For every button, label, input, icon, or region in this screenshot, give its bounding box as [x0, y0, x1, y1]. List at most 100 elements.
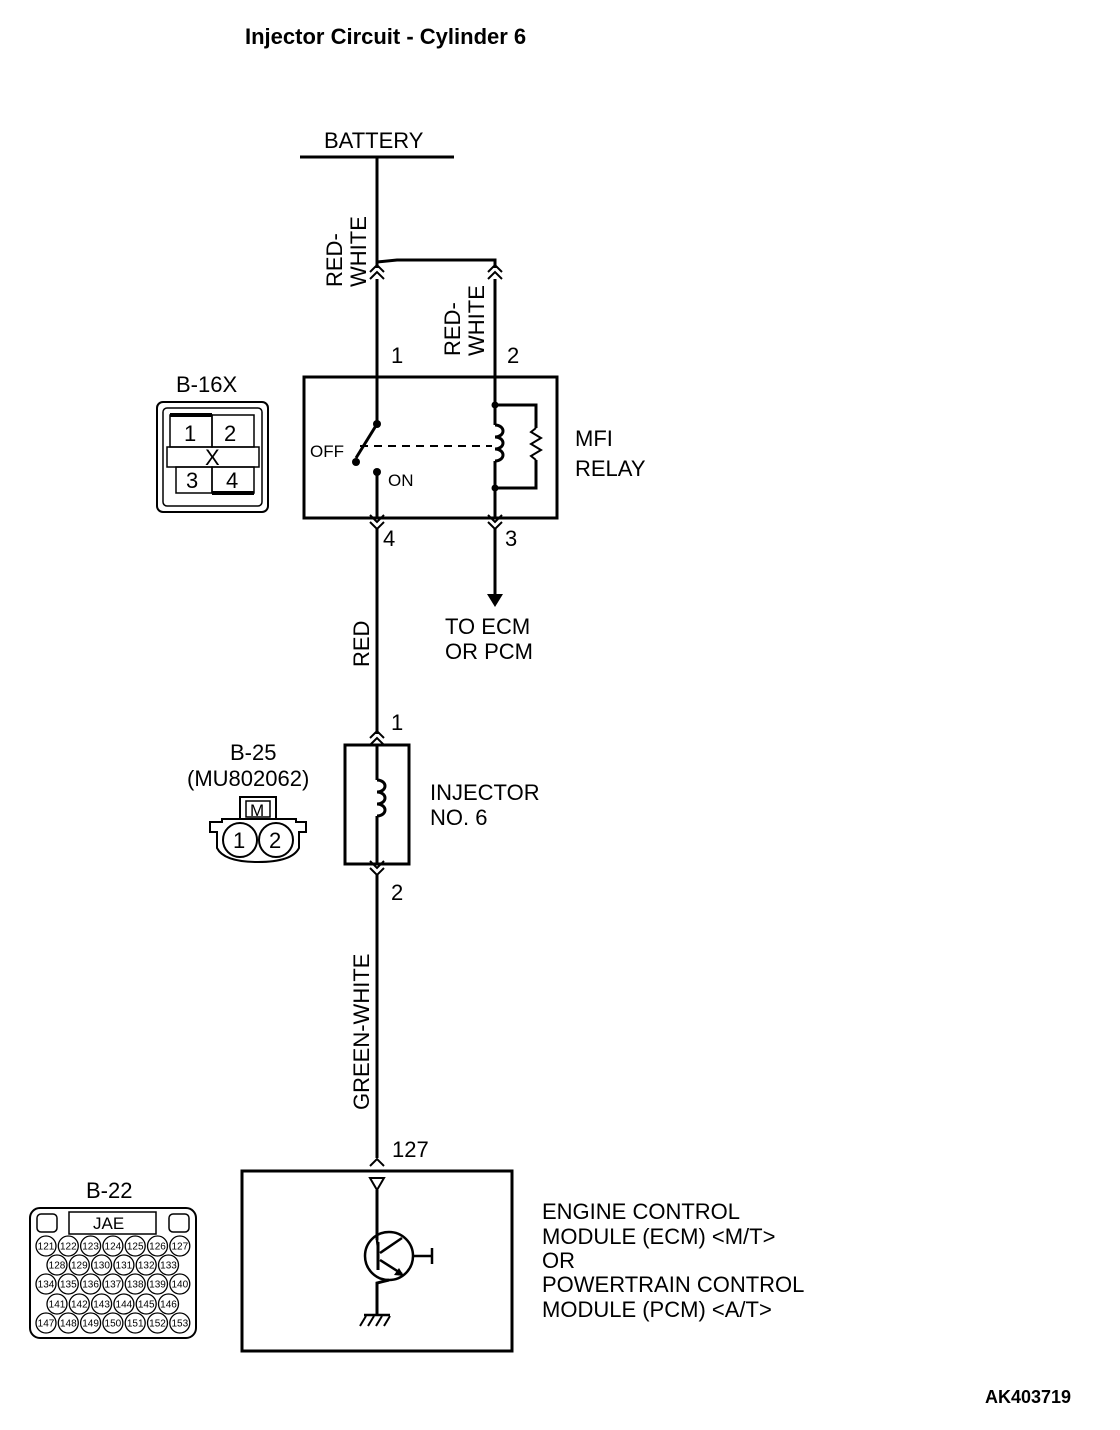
b16x-name: B-16X	[176, 372, 237, 397]
b22-latch-left	[36, 1213, 58, 1233]
page-title: Injector Circuit - Cylinder 6	[245, 24, 526, 49]
wire-label-red-white-2-l2: WHITE	[464, 285, 489, 356]
injector-coil-icon	[376, 778, 387, 818]
b22-pin	[146, 1273, 169, 1295]
b22-pin-label: 126	[149, 1242, 166, 1253]
chevron-injector-pin1-bottom	[369, 736, 385, 746]
ground-hatch-2	[367, 1315, 375, 1327]
relay-name-line1: MFI	[575, 426, 613, 451]
b22-pin-label: 146	[160, 1300, 177, 1311]
relay-pin3-label: 3	[505, 526, 517, 551]
b16x-cell-2-label: 2	[224, 421, 236, 446]
ground-hatch-4	[383, 1315, 391, 1327]
ecm-line1: ENGINE CONTROL	[542, 1199, 740, 1224]
b16x-cell-3-label: 3	[186, 468, 198, 493]
relay-output-line1: TO ECM	[445, 614, 530, 639]
b22-pin	[169, 1273, 191, 1295]
b25-name: B-25	[230, 740, 276, 765]
injector-name-line1: INJECTOR	[430, 780, 540, 805]
b22-latch-right	[168, 1213, 190, 1233]
b22-pin-label: 137	[105, 1280, 122, 1291]
b22-pin	[102, 1273, 124, 1295]
b22-pin	[79, 1273, 102, 1295]
wire-label-red-white-1-l1: RED-	[322, 233, 347, 287]
ecm-line2: MODULE (ECM) <M/T>	[542, 1224, 775, 1249]
switch-blade	[354, 423, 379, 459]
b22-pin-label: 144	[116, 1300, 133, 1311]
b22-pin	[35, 1273, 57, 1295]
b25-pin-2-label: 2	[269, 828, 281, 853]
b22-pin	[102, 1235, 124, 1257]
b22-pin	[68, 1254, 90, 1276]
b16x-x-mark: X	[205, 445, 220, 470]
b22-pin	[169, 1235, 191, 1257]
transistor-emitter-arrow	[394, 1268, 404, 1276]
ground-icon	[359, 1313, 391, 1327]
chevron-relay-pin3-top	[487, 514, 503, 524]
b22-label-box	[68, 1211, 157, 1235]
b22-pin-label: 143	[93, 1300, 110, 1311]
injector-pin1-label: 1	[391, 710, 403, 735]
b25-tab-label: M	[250, 801, 264, 820]
b22-pin	[79, 1235, 102, 1257]
resistor-wire-top	[495, 403, 538, 428]
b22-pin-label: 134	[38, 1280, 55, 1291]
b22-pin-label: 152	[149, 1319, 166, 1330]
b22-pin	[157, 1293, 180, 1315]
b22-pin	[124, 1273, 146, 1295]
b22-pin-label: 138	[127, 1280, 144, 1291]
b22-pin	[135, 1293, 157, 1315]
b22-pin	[102, 1312, 124, 1334]
transistor-body	[363, 1230, 415, 1282]
b22-pin	[35, 1235, 57, 1257]
chevron-relay-pin4-top	[369, 514, 385, 524]
battery-label: BATTERY	[324, 128, 424, 153]
b22-pin-label: 132	[138, 1261, 155, 1272]
b22-pin-label: 124	[105, 1242, 122, 1253]
ground-hatch-3	[375, 1315, 383, 1327]
transistor-collector	[379, 1236, 403, 1255]
b22-pin	[157, 1254, 180, 1276]
switch-off-label: OFF	[310, 442, 344, 461]
switch-pivot	[352, 458, 360, 466]
ecm-input-triangle-icon	[368, 1177, 386, 1192]
b16x-inner	[162, 407, 263, 507]
b22-pin-label: 123	[82, 1242, 99, 1253]
b25-part-number: (MU802062)	[187, 766, 309, 791]
b22-pin-label: 149	[82, 1319, 99, 1330]
b22-pin-label: 121	[38, 1242, 55, 1253]
b22-pin-label: 153	[171, 1319, 188, 1330]
b25-connector-icon: M 1 2	[209, 796, 307, 864]
b22-pin-label: 151	[127, 1319, 144, 1330]
b22-pin-label: 140	[171, 1280, 188, 1291]
b22-pin	[124, 1235, 146, 1257]
b22-housing	[29, 1207, 197, 1339]
transistor-icon	[363, 1230, 434, 1282]
ecm-line3: OR	[542, 1248, 575, 1273]
chevron-injector-pin2-top	[369, 860, 385, 870]
relay-coil-icon	[494, 423, 505, 463]
b22-pin-label: 147	[38, 1319, 55, 1330]
transistor-collector-lead	[375, 1239, 380, 1249]
wire-label-green-white: GREEN-WHITE	[349, 954, 374, 1110]
b22-pin	[57, 1273, 79, 1295]
b25-housing	[209, 818, 307, 864]
b22-pin-label: 148	[60, 1319, 77, 1330]
chevron-relay-pin1-top	[369, 263, 385, 273]
b22-pin	[113, 1254, 135, 1276]
b16x-cell-4-label: 4	[226, 468, 238, 493]
b22-pin	[113, 1293, 135, 1315]
relay-name-line2: RELAY	[575, 456, 646, 481]
mfi-relay-box	[302, 375, 559, 520]
ecm-wire-emitter	[375, 1278, 390, 1315]
injector-name-line2: NO. 6	[430, 805, 487, 830]
b25-pin-1	[222, 822, 258, 858]
b22-pin-label: 128	[49, 1261, 66, 1272]
b22-pin	[124, 1312, 146, 1334]
resistor-wire-bottom	[495, 460, 538, 490]
b22-pin-label: 133	[160, 1261, 177, 1272]
injector-pin2-label: 2	[391, 880, 403, 905]
